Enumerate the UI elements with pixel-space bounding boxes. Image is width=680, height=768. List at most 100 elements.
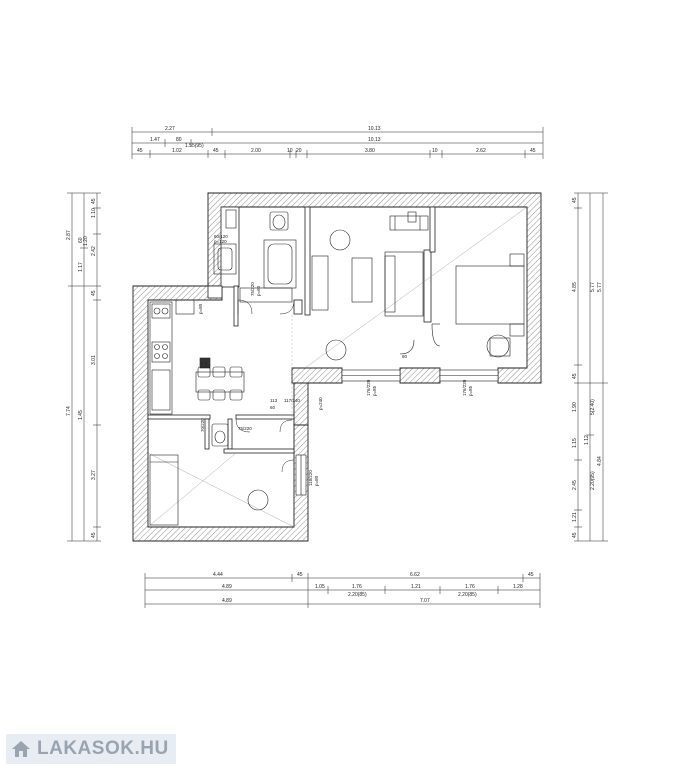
dim-label: 4.84 [597, 456, 603, 466]
dining-set [195, 357, 245, 401]
dim-label: 45 [137, 148, 143, 154]
top-dimensions [131, 127, 544, 159]
dim-label: 3.80 [365, 148, 375, 154]
windows [295, 369, 499, 496]
dim-label: 2.20(85) [348, 592, 367, 598]
dim-label: 5.77 [597, 282, 603, 292]
door-label: 75/220 [250, 282, 255, 296]
door-label: p=80 [198, 303, 203, 314]
dim-label: 6.62 [410, 572, 420, 578]
door-swings [235, 299, 295, 473]
guide-lines [147, 206, 528, 528]
dim-label: 20 [296, 148, 302, 154]
dim-label: 1.02 [172, 148, 182, 154]
left-dimension-labels: 2.87 7.74 1.10 60 1.20 1.17 45 3.01 3.27… [66, 198, 97, 538]
dim-label: 4.85 [572, 282, 578, 292]
door-label: p=60 [256, 285, 261, 296]
watermark-text: LAKASOK.HU [37, 738, 169, 759]
dim-label: 45 [91, 198, 97, 204]
window-label: 176/220 [462, 379, 467, 396]
door-label: p=120 [214, 239, 227, 244]
dim-label: 1.90 [572, 402, 578, 412]
dim-label: 2.45 [572, 480, 578, 490]
dim-label: 45 [530, 148, 536, 154]
dim-label: 2.20(95) [590, 471, 596, 490]
bedroom-furniture [399, 253, 525, 358]
interior-walls [147, 206, 436, 454]
door-label: 70/220 [200, 418, 205, 432]
dim-label: 3.27 [91, 470, 97, 480]
dim-label: 1.76 [352, 584, 362, 590]
dim-label: 1.17 [78, 262, 84, 272]
dim-label: 10 [432, 148, 438, 154]
window-label: p=85 [468, 385, 473, 396]
window-label: 118/220 [308, 470, 313, 486]
dim-label: 5(2.40) [590, 399, 596, 415]
dim-label: 4.89 [222, 598, 232, 604]
dim-label: 2.87 [66, 230, 72, 240]
dim-label: 4.89 [222, 584, 232, 590]
dim-label: 60 [78, 237, 84, 243]
kitchen-fixtures [149, 299, 195, 415]
dim-label: 1.21 [572, 512, 578, 522]
top-dimension-labels: 2.27 10.13 1.47 80 1.55(95) 10.13 45 1.0… [137, 126, 536, 154]
room-labels: 60/120 p=120 75/220 p=60 p=80 4.4 113 11… [198, 234, 473, 486]
dim-label: 45 [572, 373, 578, 379]
living-furniture [311, 211, 429, 361]
dim-label: 2.20(85) [458, 592, 477, 598]
bottom-dimension-labels: 4.44 45 6.62 45 4.89 1.05 1.76 1.21 1.76… [213, 572, 534, 604]
window-label: p=80 [314, 475, 319, 486]
dim-label: 7.74 [66, 406, 72, 416]
dim-label: 1.20 [83, 236, 89, 246]
dim-label: 1.76 [465, 584, 475, 590]
dim-label: 4.44 [213, 572, 223, 578]
dim-label: 7.07 [420, 598, 430, 604]
dim-label: 2.27 [165, 126, 175, 132]
window-label: p=85 [372, 385, 377, 396]
dim-label: 1.10 [91, 208, 97, 218]
dim-label: 45 [213, 148, 219, 154]
dim-label: 10.13 [368, 126, 381, 132]
door-label: 90 [402, 354, 408, 359]
dim-label: 45 [91, 532, 97, 538]
window-label: 176/220 [366, 379, 371, 396]
dim-label: 45 [528, 572, 534, 578]
bottom-dimensions [144, 573, 541, 608]
entry-label: 113 [270, 398, 278, 403]
dim-label: 2.00 [251, 148, 261, 154]
right-dimensions [574, 192, 608, 542]
dim-label: 1.45 [78, 410, 84, 420]
dim-label: 1.05 [315, 584, 325, 590]
dim-label: 2.62 [476, 148, 486, 154]
bathroom-fixtures [213, 209, 297, 303]
door-label: p=240 [318, 397, 323, 410]
left-dimensions [67, 192, 101, 542]
house-icon [12, 741, 30, 757]
dim-label: 10.13 [368, 137, 381, 143]
dim-label: 1.21 [411, 584, 421, 590]
entry-label: 60 [270, 405, 276, 410]
dim-label: 5.77 [590, 282, 596, 292]
dim-label: 1.28 [513, 584, 523, 590]
dim-label: 10 [287, 148, 293, 154]
right-dimension-labels: 45 4.85 45 1.90 1.15 2.45 1.21 45 5.77 4… [572, 197, 603, 538]
dim-label: 3.01 [91, 355, 97, 365]
dim-label: 1.55(95) [185, 143, 204, 149]
entry-label: 117/240 [284, 398, 300, 403]
door-label: 60/120 [214, 234, 228, 239]
dim-label: 45 [572, 197, 578, 203]
bedroom2-furniture [149, 423, 269, 526]
dim-label: 45 [572, 532, 578, 538]
kitchen-tag: 4.4 [201, 361, 208, 366]
dim-label: 45 [297, 572, 303, 578]
dim-label: 2.42 [91, 246, 97, 256]
door-label: 75/220 [238, 426, 252, 431]
dim-label: 1.47 [150, 137, 160, 143]
dim-label: 1.12 [584, 435, 590, 445]
dim-label: 45 [91, 290, 97, 296]
dim-label: 1.15 [572, 438, 578, 448]
exterior-walls [132, 192, 542, 542]
dim-label: 80 [176, 137, 182, 143]
watermark: LAKASOK.HU [6, 734, 176, 764]
